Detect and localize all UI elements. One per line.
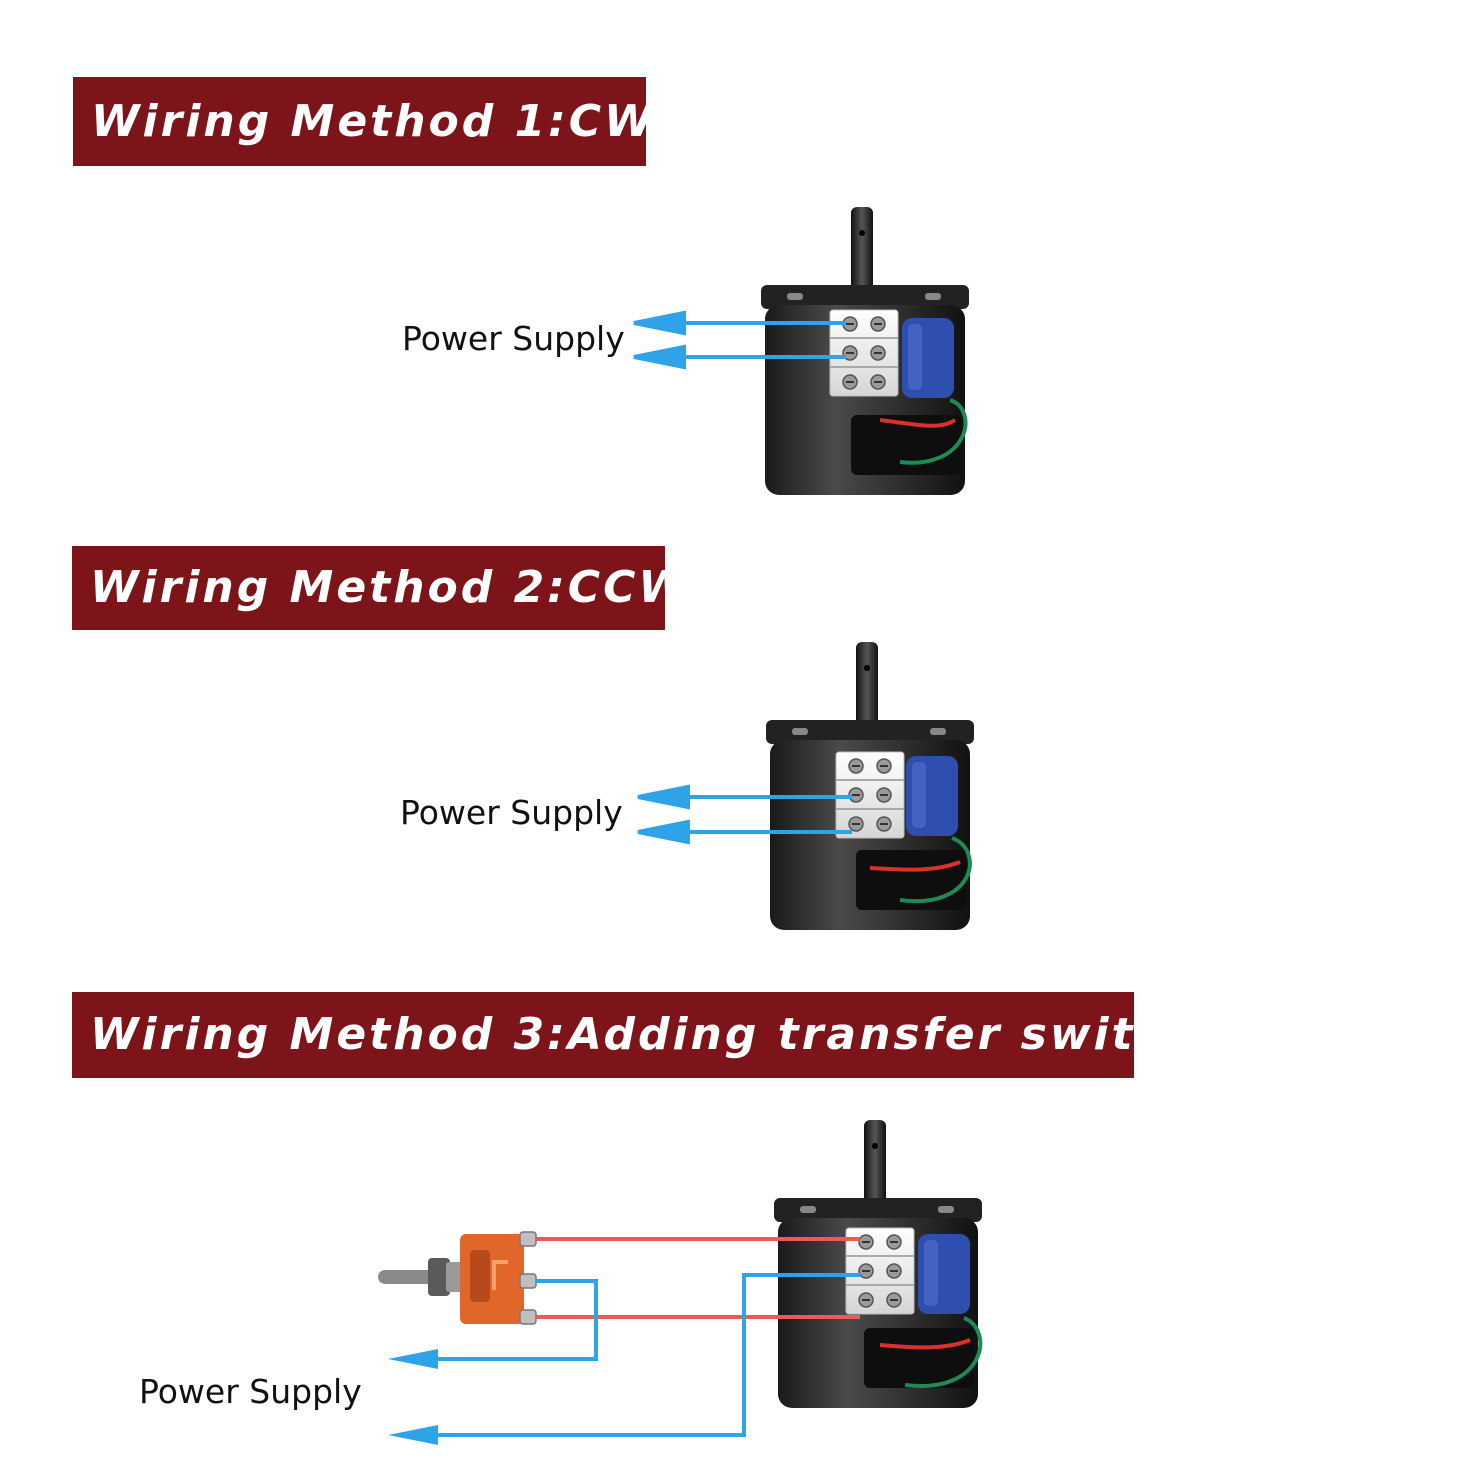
power-supply-label-1: Power Supply: [402, 319, 625, 358]
section-2-title: Wiring Method 2:CCW: [72, 546, 687, 630]
capacitor-leads: [879, 1316, 983, 1389]
power-supply-label-3: Power Supply: [139, 1372, 362, 1411]
capacitor-leads: [869, 836, 972, 904]
section-1-title: Wiring Method 1:CW: [73, 77, 653, 166]
supply-arrows-3: [388, 1349, 438, 1445]
toggle-switch-icon: [378, 1231, 537, 1325]
section-3-title: Wiring Method 3:Adding transfer switch: [72, 992, 1196, 1078]
capacitor-leads: [879, 398, 968, 465]
capacitor-icon: [918, 1234, 970, 1314]
power-supply-label-2: Power Supply: [400, 793, 623, 832]
capacitor-icon: [906, 756, 958, 836]
switch-wires-blue: [436, 1273, 860, 1437]
capacitor-icon: [902, 318, 954, 398]
supply-wires-1: [633, 310, 846, 370]
supply-wires-2: [637, 784, 852, 845]
switch-wires-red: [536, 1237, 860, 1319]
